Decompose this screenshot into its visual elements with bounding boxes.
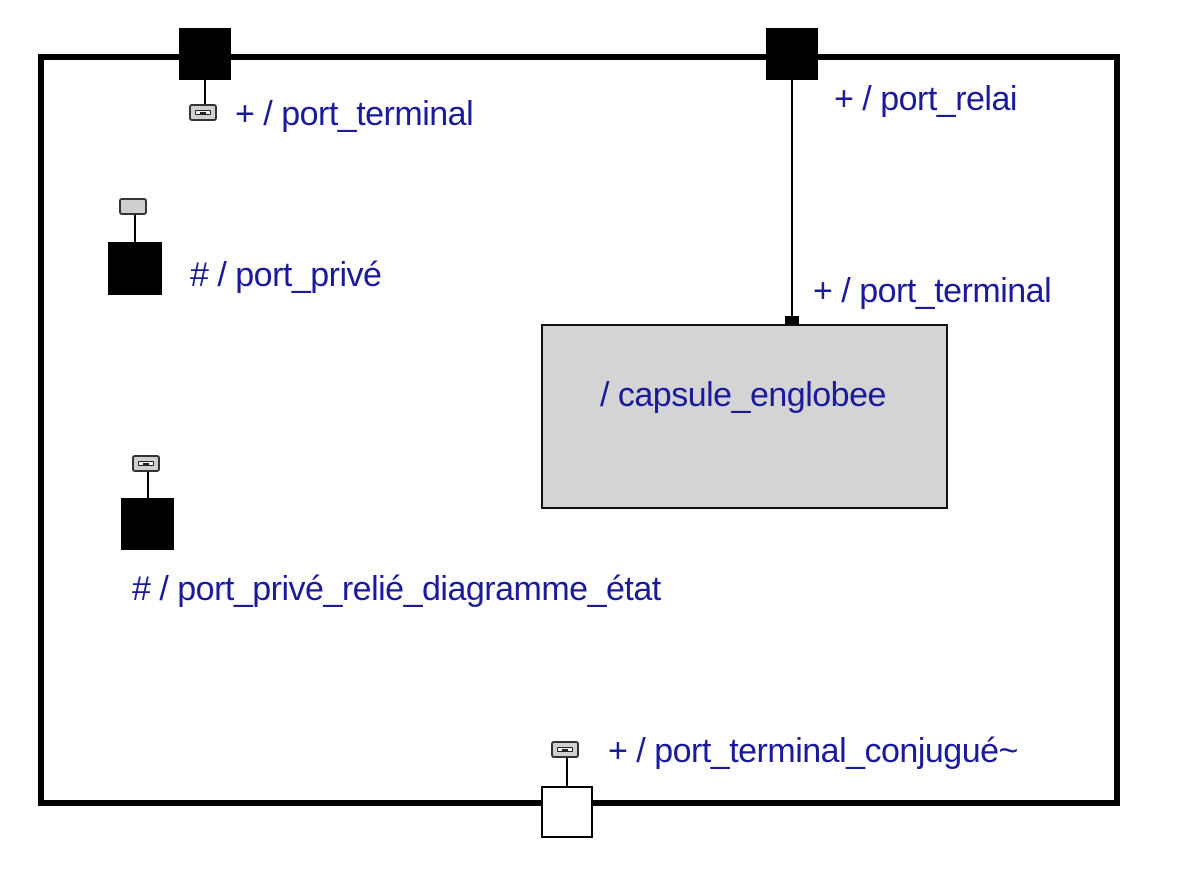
port-prive-label: # / port_privé <box>190 256 382 294</box>
port-terminal-label: + / port_terminal <box>235 95 474 133</box>
port-terminal-square[interactable] <box>179 28 231 80</box>
connector-icon <box>132 455 160 472</box>
port-prive-etat-label: # / port_privé_relié_diagramme_état <box>132 570 661 608</box>
port-conjugue-stem <box>566 758 568 786</box>
port-conjugue-square[interactable] <box>541 786 593 838</box>
inner-port-terminal-label: + / port_terminal <box>813 272 1052 310</box>
port-plain-icon <box>119 198 147 215</box>
port-prive-etat-stem <box>147 472 149 498</box>
port-conjugue-label: + / port_terminal_conjugué~ <box>608 732 1018 770</box>
capsule-label: / capsule_englobee <box>600 376 886 414</box>
port-relai-label: + / port_relai <box>834 80 1017 118</box>
relay-connector-line <box>791 80 793 324</box>
port-prive-stem <box>134 215 136 242</box>
port-prive-square[interactable] <box>108 242 162 295</box>
connector-icon <box>551 741 579 758</box>
port-prive-etat-square[interactable] <box>121 498 174 550</box>
port-terminal-stem <box>204 80 206 104</box>
connector-icon <box>189 104 217 121</box>
port-relai-square[interactable] <box>766 28 818 80</box>
inner-capsule-box[interactable]: / capsule_englobee <box>541 324 948 509</box>
